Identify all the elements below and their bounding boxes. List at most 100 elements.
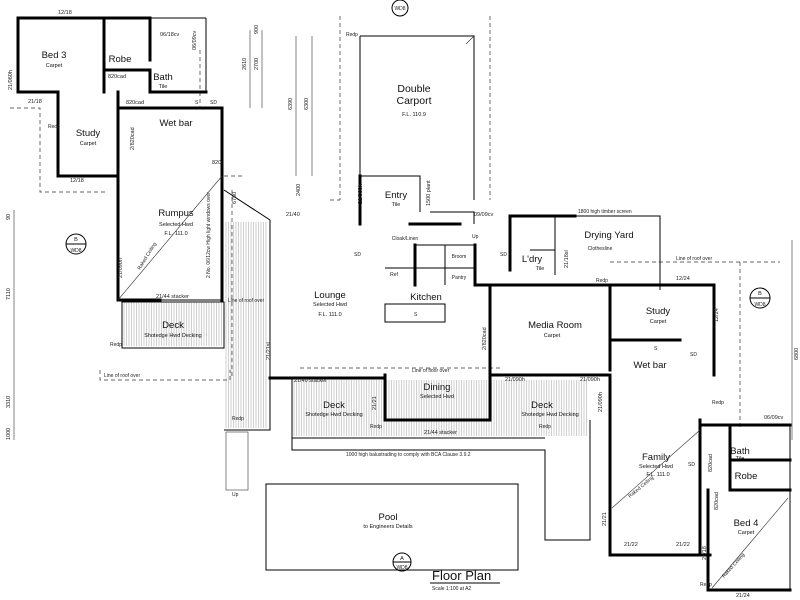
pool-outline bbox=[265, 483, 519, 571]
note-sd-family: SD bbox=[688, 462, 695, 468]
dim-90: 90 bbox=[6, 214, 12, 220]
room-rumpus-level: F.L. 111.0 bbox=[164, 231, 187, 237]
room-bath-top-finish: Tile bbox=[159, 84, 168, 90]
title-floor-plan: Floor Plan bbox=[432, 568, 491, 583]
dim-rumpus-stacker: 21/44 stacker bbox=[156, 294, 189, 300]
room-bed3: Bed 3 bbox=[42, 50, 67, 61]
note-balustrading: 1000 high balustrading to comply with BC… bbox=[346, 452, 471, 458]
room-pool-note: to Engineers Details bbox=[363, 524, 412, 530]
dim-study-right-window: 12/24 bbox=[676, 276, 690, 282]
dim-3310: 3310 bbox=[6, 396, 12, 408]
section-sheet-label: WD8 bbox=[394, 6, 405, 12]
dim-bed4-side: 21/18 bbox=[702, 546, 708, 560]
room-study-right-finish: Carpet bbox=[650, 319, 667, 325]
dim-robe-door: 820cad bbox=[108, 74, 126, 80]
note-redp-deck-right: Redp bbox=[539, 424, 551, 430]
note-s-kitchen: S bbox=[414, 312, 418, 318]
room-bath-top: Bath bbox=[153, 72, 173, 83]
dim-study-right-side: 12/24 bbox=[714, 308, 720, 322]
note-redp-deck: Redp bbox=[110, 342, 122, 348]
dim-wetbar-door: 820cad bbox=[126, 100, 144, 106]
dim-7110: 7110 bbox=[6, 288, 12, 300]
room-family-finish: Selected Hwd bbox=[639, 464, 673, 470]
note-raked-ceiling-family: Raked Ceiling bbox=[627, 475, 655, 500]
room-bed4-finish: Carpet bbox=[738, 530, 755, 536]
dim-6780: 6780 bbox=[232, 192, 238, 204]
note-redp-carport: Redp bbox=[346, 32, 358, 38]
dimension-labels: 12/18 21/18 06/18cv 820cad 820cad 12/18 … bbox=[6, 10, 800, 599]
note-up-left: Up bbox=[232, 492, 239, 498]
dim-family-window: 21/22 bbox=[624, 542, 638, 548]
note-redp-strip: Redp bbox=[232, 416, 244, 422]
note-high-windows: 2 No. 06/12cw High light windows over bbox=[206, 192, 212, 278]
decking-hatch bbox=[123, 222, 587, 436]
room-bed3-finish: Carpet bbox=[46, 63, 63, 69]
room-ldry: L'dry bbox=[522, 254, 543, 265]
dim-media-window-2: 21/090h bbox=[580, 377, 600, 383]
note-floor-over: Line of floor over bbox=[412, 368, 450, 374]
note-roof-mid: Line of roof over bbox=[228, 298, 264, 304]
note-roof-left: Line of roof over bbox=[104, 373, 140, 379]
dim-entry-side: 21/090h bbox=[358, 184, 364, 204]
plan-notes: Line of roof over Line of roof over Line… bbox=[48, 32, 746, 588]
dimension-lines bbox=[13, 30, 793, 440]
section-b-label: B bbox=[758, 291, 762, 297]
room-broom: Broom bbox=[452, 254, 467, 260]
section-marker-b-left: B WD8 bbox=[65, 233, 87, 255]
section-sheet-label: WD8 bbox=[754, 302, 765, 308]
walls bbox=[16, 16, 792, 592]
room-drying-yard: Drying Yard bbox=[584, 230, 633, 241]
room-media-room: Media Room bbox=[528, 320, 582, 331]
room-deck-mid: Deck bbox=[323, 400, 345, 411]
dim-study-door: 2/820cad bbox=[130, 127, 136, 150]
dim-2400: 2400 bbox=[296, 184, 302, 196]
note-redp-study-right: Redp bbox=[712, 400, 724, 406]
dim-900: 900 bbox=[254, 25, 260, 34]
dim-bath-window: 06/18cv bbox=[160, 32, 180, 38]
room-dining: Dining bbox=[424, 382, 451, 393]
deck-outlines bbox=[121, 189, 591, 571]
title-scale: Scale 1:100 at A2 bbox=[432, 586, 471, 592]
room-lounge-level: F.L. 111.0 bbox=[318, 312, 341, 318]
note-redp-bed4: Redp bbox=[700, 582, 712, 588]
dim-bed3-side: 21/060h bbox=[8, 70, 14, 90]
kitchen-island bbox=[384, 303, 446, 323]
dim-bed4-door: 820cad bbox=[714, 492, 720, 510]
dim-ldry-side: 21/18sl bbox=[564, 250, 570, 268]
dim-family-window-2: 21/22 bbox=[676, 542, 690, 548]
room-ref: Ref bbox=[390, 272, 398, 278]
dim-1000: 1000 bbox=[6, 428, 12, 440]
note-redp-media: Redp bbox=[596, 278, 608, 284]
dim-2700: 2700 bbox=[254, 58, 260, 70]
room-robe-top: Robe bbox=[109, 54, 132, 65]
dim-bath-right-window: 06/09cv bbox=[764, 415, 784, 421]
room-dining-finish: Selected Hwd bbox=[420, 394, 454, 400]
dim-dining-stacker: 21/44 stacker bbox=[424, 430, 457, 436]
dim-bed3-bottom: 21/18 bbox=[28, 99, 42, 105]
note-timber-screen: 1800 high timber screen bbox=[578, 209, 632, 215]
dim-bath-top-side: 06/09cv bbox=[192, 30, 198, 50]
dim-media-door: 2/820cad bbox=[482, 327, 488, 350]
note-sd-study: SD bbox=[690, 352, 697, 358]
room-bath-right-finish: Tile bbox=[736, 456, 745, 462]
stairs-left bbox=[225, 431, 249, 491]
room-cloak-linen: Cloak/Linen bbox=[392, 236, 419, 242]
room-wet-bar-left: Wet bar bbox=[159, 118, 192, 129]
room-wet-bar-right: Wet bar bbox=[633, 360, 666, 371]
room-bed4: Bed 4 bbox=[734, 518, 759, 529]
room-deck-right: Deck bbox=[531, 400, 553, 411]
dim-rumpus-side: 21/090h bbox=[118, 258, 124, 278]
note-sd-ldry: SD bbox=[500, 252, 507, 258]
dim-deck-right-side: 21/090h bbox=[598, 392, 604, 412]
room-labels: Bed 3 Carpet Robe Bath Tile Study Carpet… bbox=[42, 50, 759, 536]
dim-6800: 6800 bbox=[794, 348, 800, 360]
room-media-room-finish: Carpet bbox=[544, 333, 561, 339]
room-deck-mid-finish: Shotedge Hwd Decking bbox=[305, 412, 362, 418]
room-study-left: Study bbox=[76, 128, 101, 139]
note-redp-study: Redp bbox=[48, 124, 60, 130]
section-b-label: B bbox=[74, 237, 78, 243]
room-pool: Pool bbox=[378, 512, 397, 523]
room-family-level: F.L. 111.0 bbox=[646, 472, 669, 478]
roof-lines bbox=[10, 16, 780, 430]
raked-ceiling-lines bbox=[117, 175, 789, 589]
